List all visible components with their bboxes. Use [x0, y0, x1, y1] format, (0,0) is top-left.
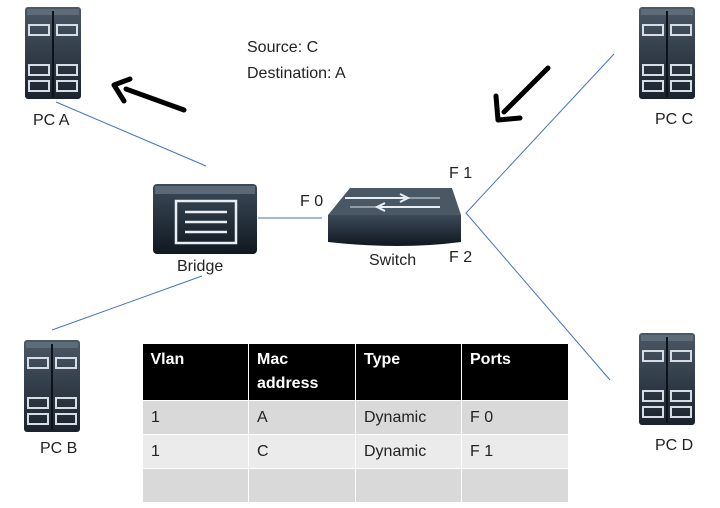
links	[51, 53, 615, 381]
pc-b-label: PC B	[40, 440, 78, 457]
switch-icon	[328, 188, 461, 246]
bridge-label: Bridge	[177, 258, 224, 275]
column-header-mac-address: Mac address	[248, 344, 356, 401]
link-switch-pcc-pcd	[465, 53, 615, 381]
pc-c-label: PC C	[655, 111, 694, 128]
table-cell	[248, 468, 356, 503]
table-row: 1 A Dynamic F 0	[142, 400, 569, 435]
frame-destination: Destination: A	[247, 65, 346, 82]
table-cell	[142, 468, 249, 503]
frame-source: Source: C	[247, 39, 319, 56]
table-cell: C	[248, 434, 356, 469]
pc-c-icon	[639, 7, 695, 99]
link-pca-bridge	[55, 101, 207, 167]
table-cell: A	[248, 400, 356, 435]
link-pcb-bridge	[51, 275, 203, 331]
column-header-vlan: Vlan	[142, 344, 249, 401]
pc-a-icon	[25, 7, 81, 99]
table-cell	[355, 468, 462, 503]
column-header-ports: Ports	[461, 344, 569, 401]
pc-a-label: PC A	[33, 112, 70, 129]
table-cell: Dynamic	[355, 400, 462, 435]
arrow-icon	[111, 76, 187, 113]
table-cell: 1	[142, 400, 249, 435]
table-header-row: Vlan Mac address Type Ports	[142, 344, 569, 401]
port-f1-label: F 1	[449, 165, 473, 182]
pc-d-icon	[639, 333, 695, 425]
table-cell	[461, 468, 569, 503]
table-cell: 1	[142, 434, 249, 469]
column-header-type: Type	[355, 344, 462, 401]
bridge-icon	[153, 184, 257, 254]
pc-b-icon	[24, 340, 80, 432]
mac-address-table: Vlan Mac address Type Ports 1 A Dynamic …	[142, 344, 569, 503]
table-cell: F 1	[461, 434, 569, 469]
table-cell: Dynamic	[355, 434, 462, 469]
table-row	[142, 468, 569, 503]
arrow-icon	[493, 65, 551, 123]
table-cell: F 0	[461, 400, 569, 435]
port-f2-label: F 2	[449, 249, 473, 266]
table-row: 1 C Dynamic F 1	[142, 434, 569, 469]
switch-label: Switch	[369, 252, 417, 269]
pc-d-label: PC D	[655, 437, 694, 454]
port-f0-label: F 0	[300, 193, 324, 210]
